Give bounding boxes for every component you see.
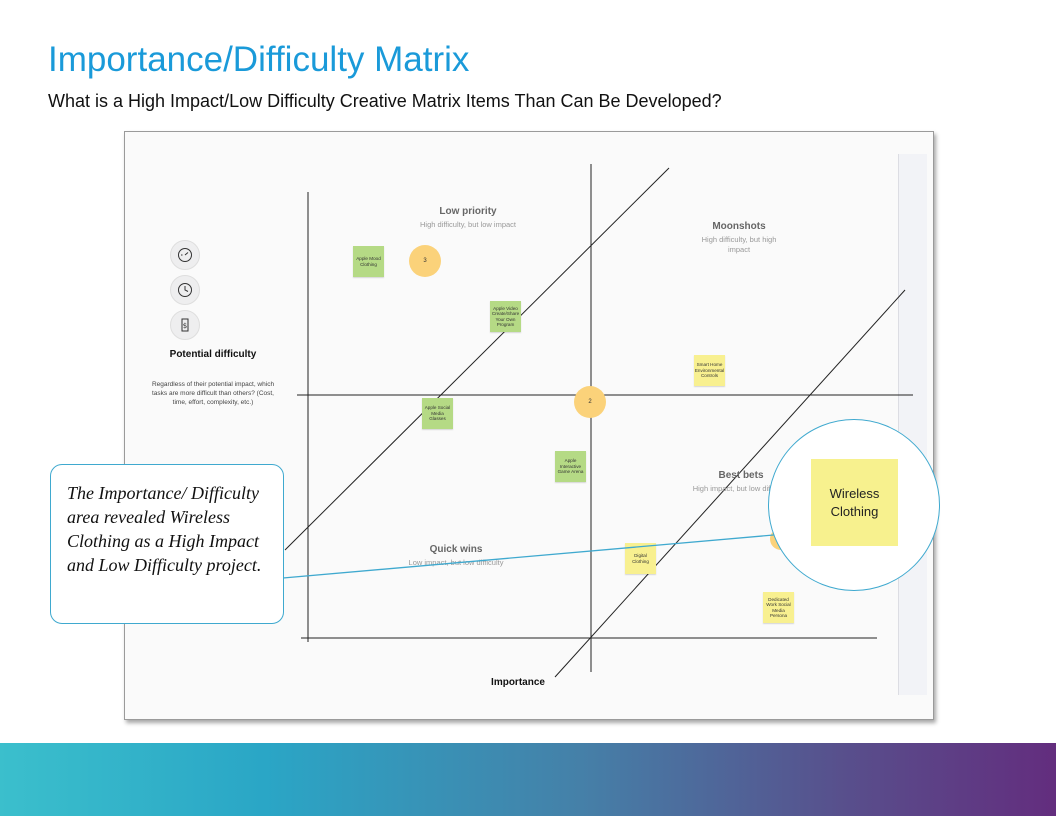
zoom-sticky-note: Wireless Clothing (811, 459, 898, 546)
quadrant-low-priority-title: Low priority (439, 206, 497, 217)
x-axis-label: Importance (491, 677, 545, 688)
quadrant-best-bets-subtitle: High impact, but low difficulty (692, 484, 790, 493)
difficulty-description: Regardless of their potential impact, wh… (151, 381, 275, 406)
matrix-lines (284, 164, 913, 678)
quadrant-moonshots-subtitle: High difficulty, but high impact (701, 235, 777, 254)
diagonal-line-upper (284, 167, 670, 551)
slide-title: Importance/Difficulty Matrix (48, 40, 470, 79)
matrix-screenshot: $ Potential difficulty Regardless of the… (124, 131, 934, 720)
quadrant-low-priority-subtitle: High difficulty, but low impact (419, 220, 516, 229)
difficulty-title: Potential difficulty (169, 349, 257, 360)
quadrant-quick-wins-title: Quick wins (429, 544, 483, 555)
price-tag-icon: $ (170, 310, 200, 340)
vote-dot[interactable]: 2 (574, 386, 606, 418)
vote-dot[interactable]: 3 (409, 245, 441, 277)
sticky-note[interactable]: Apple Mood Clothing (353, 246, 384, 277)
frame-scroll-panel (898, 154, 927, 695)
quadrant-best-bets-title: Best bets (718, 470, 764, 481)
sticky-note[interactable]: Apple Video Create/Share Your Own Progra… (490, 301, 521, 332)
svg-text:$: $ (183, 322, 187, 330)
callout-box: The Importance/ Difficulty area revealed… (50, 464, 284, 624)
sticky-note[interactable]: Apple Social Media Glasses (422, 398, 453, 429)
slide-subtitle: What is a High Impact/Low Difficulty Cre… (48, 91, 722, 111)
sticky-note[interactable]: Dedicated Work Social Media Persona (763, 592, 794, 623)
footer-gradient-bar (0, 743, 1056, 816)
callout-text: The Importance/ Difficulty area revealed… (67, 483, 262, 575)
diagonal-line-lower (554, 289, 906, 678)
zoom-circle: Wireless Clothing (768, 419, 940, 591)
quadrant-quick-wins-subtitle: Low impact, but low difficulty (408, 558, 504, 567)
sticky-note[interactable]: Digital Clothing (625, 543, 656, 574)
gauge-icon (170, 240, 200, 270)
sticky-note[interactable]: Apple Interactive Game Arena (555, 451, 586, 482)
sticky-note[interactable]: Smart Home Environmental Controls (694, 355, 725, 386)
clock-icon (170, 275, 200, 305)
quadrant-moonshots-title: Moonshots (712, 221, 766, 232)
